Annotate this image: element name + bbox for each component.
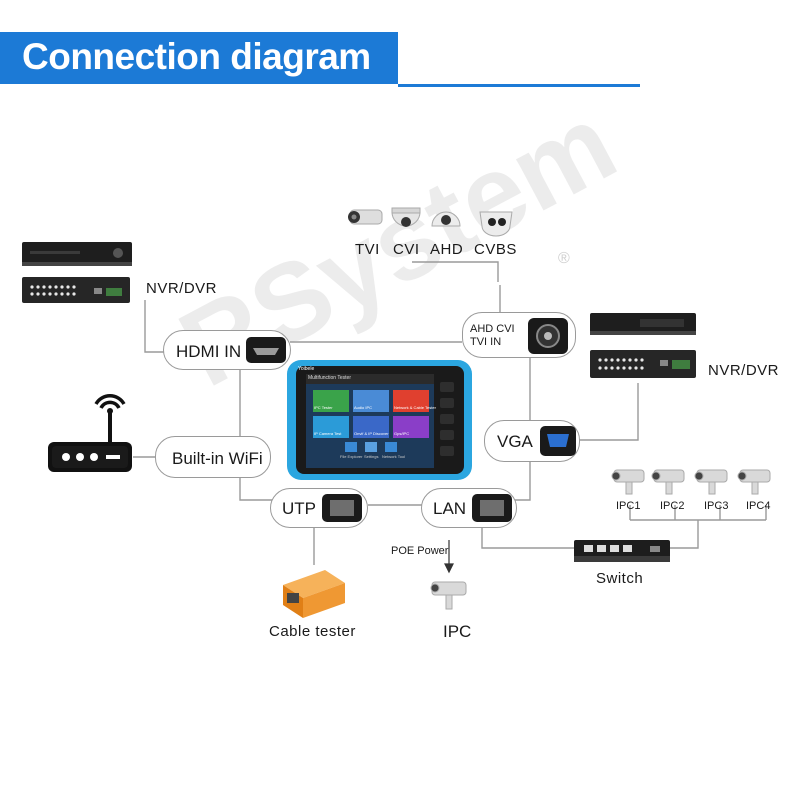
page-title: Connection diagram	[22, 36, 371, 77]
builtin-wifi-label: Built-in WiFi	[172, 449, 263, 468]
utp-label: UTP	[282, 499, 316, 518]
device-tile-1: IPC Tester	[314, 405, 333, 410]
camera-cvbs-icon	[479, 211, 513, 237]
poe-power-label: POE Power	[391, 545, 449, 557]
camera-ahd-icon	[431, 211, 461, 227]
lan-label: LAN	[433, 499, 467, 518]
dvr-right-bottom-icon	[590, 350, 696, 378]
ipc-bottom-camera-icon	[430, 581, 467, 610]
camera-label-cvi: CVI	[393, 241, 420, 258]
dvr-left-bottom-icon	[22, 277, 130, 303]
camera-cvi-icon	[391, 207, 421, 227]
vga-label: VGA	[497, 432, 533, 451]
switch-label: Switch	[596, 570, 644, 587]
device-tile-4: IP Camera Test	[314, 431, 342, 436]
ipc-camera-icons	[611, 469, 771, 495]
title-banner	[0, 32, 398, 84]
cable-tester-label: Cable tester	[269, 623, 356, 640]
wifi-router-icon	[48, 394, 132, 472]
device-bottom-1: File Explorer	[340, 454, 363, 459]
device-tile-6: Gps/IPC	[394, 431, 410, 436]
network-switch-icon	[574, 540, 670, 562]
cable-tester-icon	[283, 570, 345, 618]
device-brand: Yoibele	[298, 366, 315, 372]
camera-label-ahd: AHD	[430, 241, 464, 258]
camera-label-tvi: TVI	[355, 241, 380, 258]
tester-device-icon	[287, 360, 472, 480]
registered-mark: ®	[558, 250, 570, 267]
device-bottom-3: Network Tool	[382, 454, 406, 459]
ipc-label-1: IPC1	[616, 500, 641, 512]
device-tile-5: Onvif & IP Discover	[354, 431, 389, 436]
device-bottom-2: Settings	[364, 454, 379, 459]
camera-label-cvbs: CVBS	[474, 241, 517, 258]
ahd-cvi-tvi-in-label: AHD CVI TVI IN	[470, 323, 515, 348]
device-tile-2: Audio IPC	[354, 405, 373, 410]
dvr-right-top-icon	[590, 313, 696, 335]
device-header-text: Multifunction Tester	[308, 375, 351, 381]
nvr-dvr-left-label: NVR/DVR	[146, 280, 218, 297]
device-tile-3: Network & Cable Tester	[394, 405, 436, 410]
ipc-bottom-label: IPC	[443, 622, 472, 641]
ipc-label-4: IPC4	[746, 500, 771, 512]
nvr-dvr-right-label: NVR/DVR	[708, 362, 780, 379]
dvr-left-top-icon	[22, 242, 132, 266]
builtin-wifi-pill	[155, 436, 271, 478]
hdmi-in-label: HDMI IN	[176, 342, 242, 361]
title-underline	[398, 84, 640, 87]
ipc-label-3: IPC3	[704, 500, 729, 512]
camera-tvi-icon	[348, 209, 383, 225]
ipc-label-2: IPC2	[660, 500, 685, 512]
